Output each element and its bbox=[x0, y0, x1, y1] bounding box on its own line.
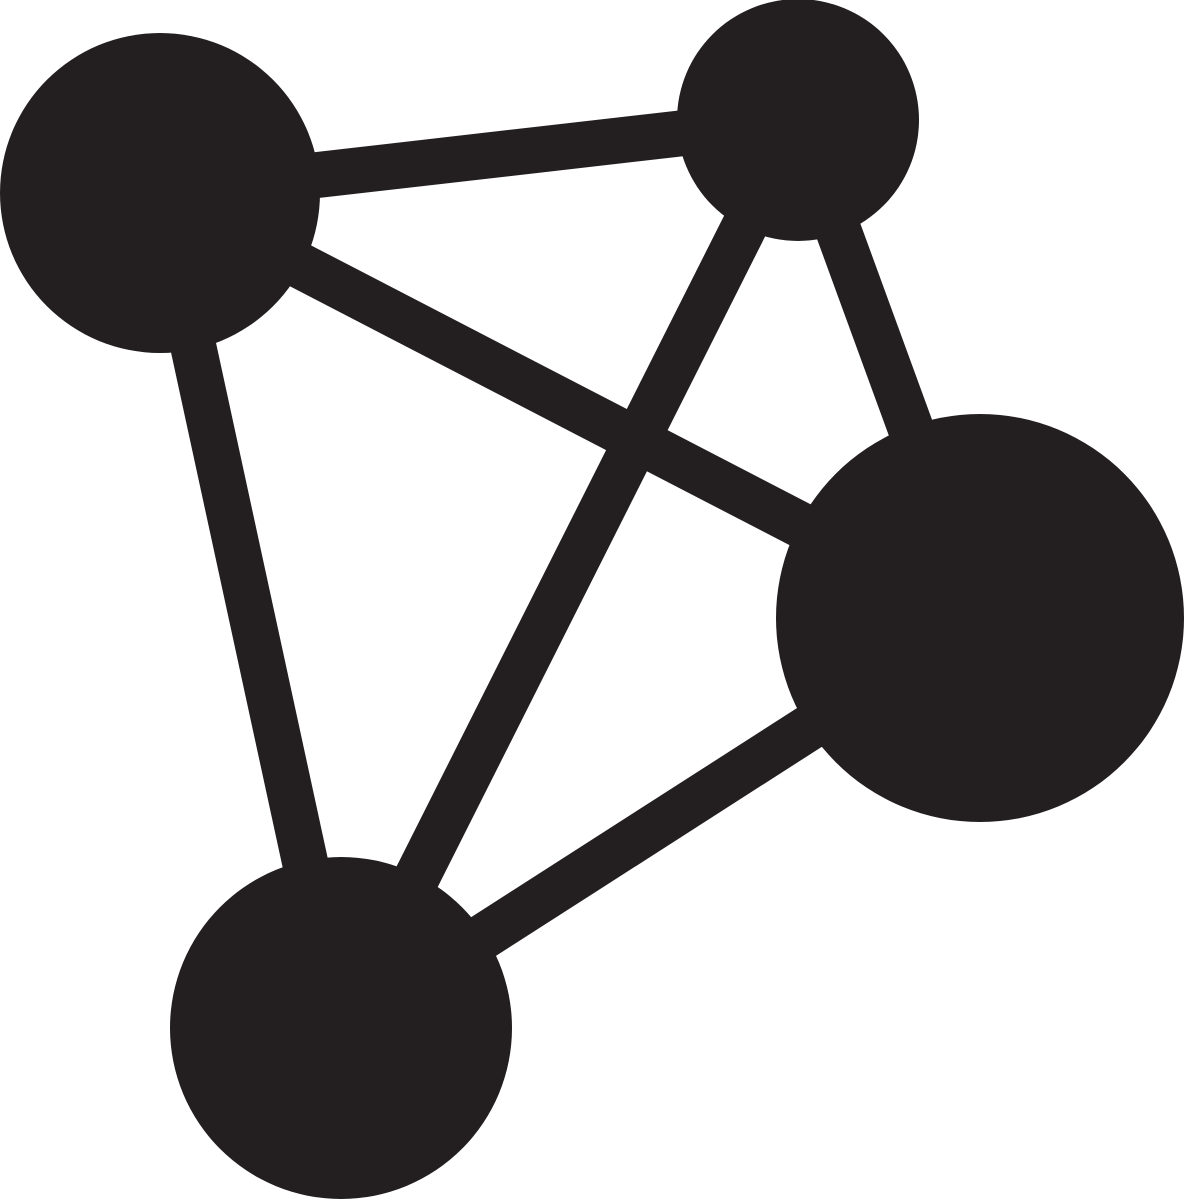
node-right bbox=[776, 414, 1184, 822]
node-bottom-left bbox=[170, 857, 512, 1199]
node-top-right bbox=[677, 0, 919, 241]
node-top-left bbox=[0, 33, 320, 353]
